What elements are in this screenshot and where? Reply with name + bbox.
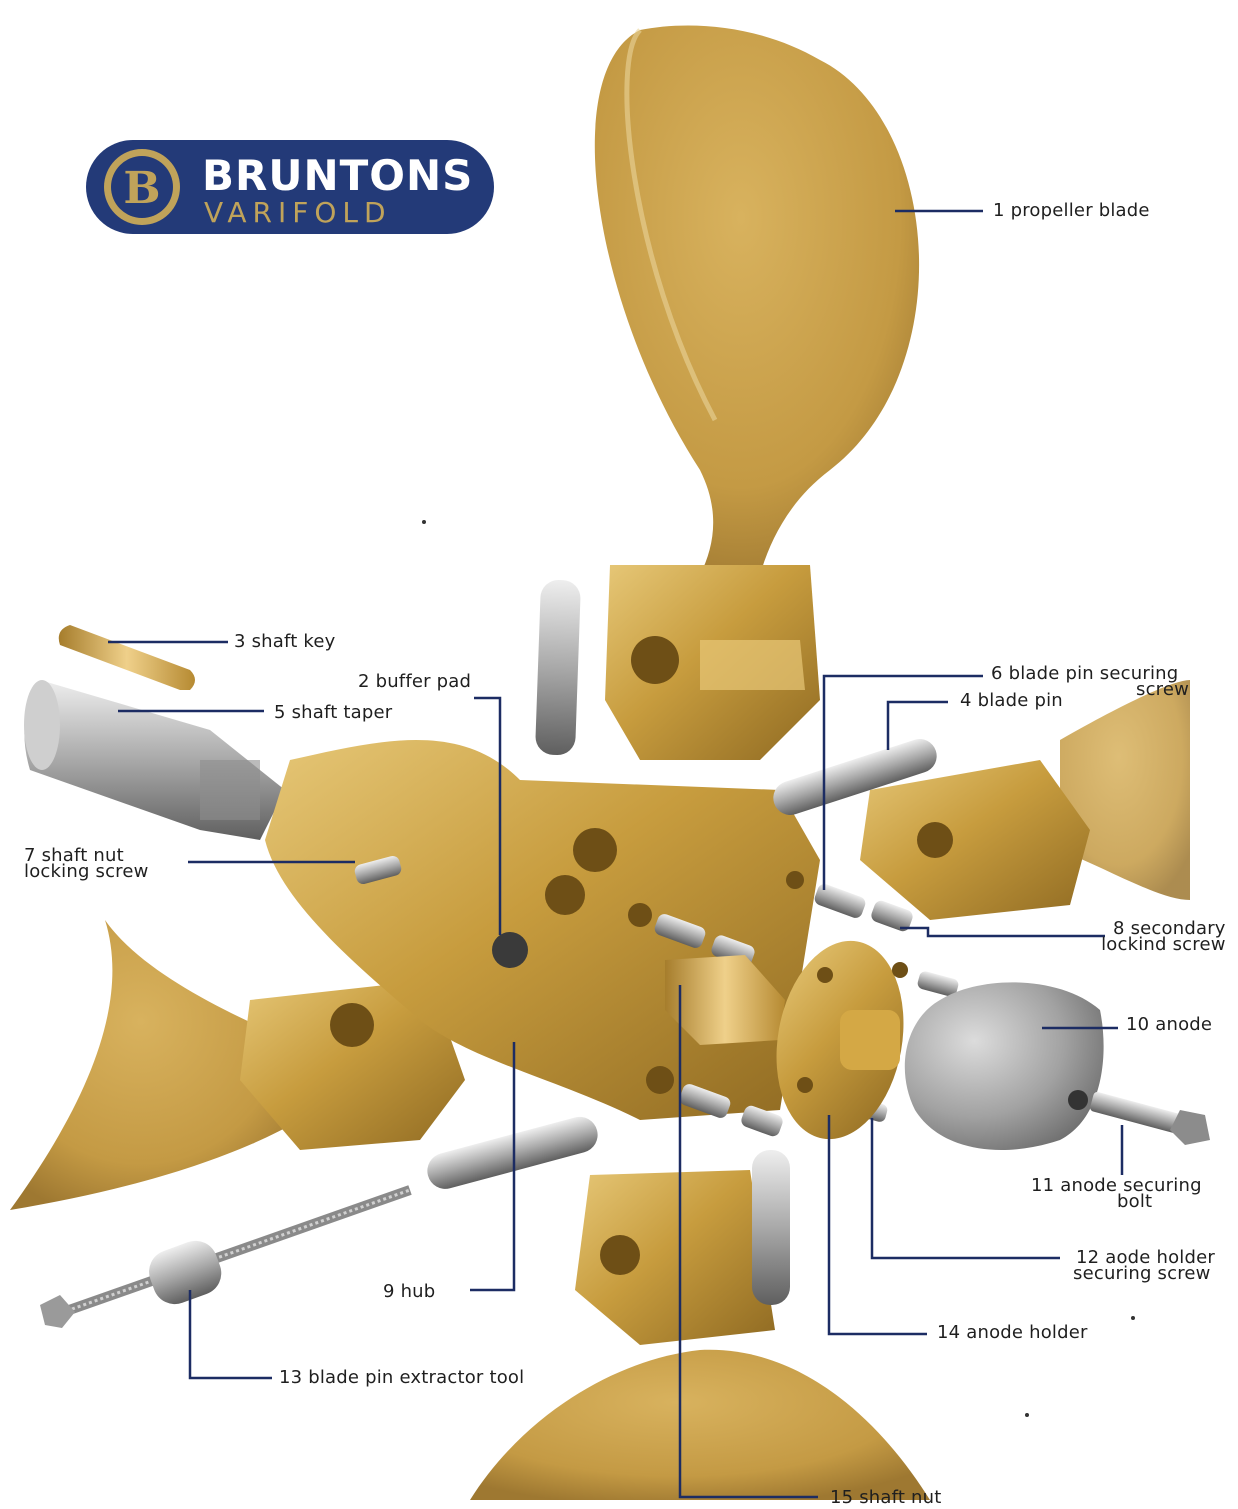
label-blade-pin: 4 blade pin	[960, 691, 1063, 710]
label-shaft-nut-locking-screw: 7 shaft nut locking screw	[24, 846, 149, 879]
label-buffer-pad: 2 buffer pad	[358, 672, 471, 691]
label-anode-holder-screw: 12 aode holder securing screw	[1073, 1248, 1215, 1281]
label-anode-holder: 14 anode holder	[937, 1323, 1088, 1342]
shaft-key-part	[59, 625, 195, 690]
anode-part	[905, 982, 1104, 1150]
shaft-taper-part	[24, 680, 285, 840]
label-shaft-key: 3 shaft key	[234, 632, 336, 651]
propeller-blade-top	[595, 25, 919, 760]
label-secondary-screw-line2: lockind screw	[1090, 938, 1226, 952]
propeller-blade-right	[860, 680, 1190, 920]
label-anode-securing-bolt-line2: bolt	[1031, 1195, 1202, 1209]
blade-pin-upper	[535, 579, 581, 755]
logo-subtitle: VARIFOLD	[204, 196, 392, 229]
label-hub: 9 hub	[383, 1282, 435, 1301]
extractor-tool-part	[40, 1190, 410, 1328]
label-shaft-nut: 15 shaft nut	[830, 1488, 942, 1507]
bruntons-logo: B BRUNTONS VARIFOLD	[86, 140, 494, 234]
label-anode-holder-screw-line2: securing screw	[1073, 1267, 1215, 1281]
label-anode-securing-bolt: 11 anode securing bolt	[1031, 1176, 1202, 1209]
label-extractor-tool: 13 blade pin extractor tool	[279, 1368, 524, 1387]
label-secondary-screw: 8 secondary lockind screw	[1090, 919, 1226, 952]
anode-bolt-part	[1089, 1091, 1210, 1145]
label-anode: 10 anode	[1126, 1015, 1212, 1034]
blade-pin-lower-left	[423, 1113, 601, 1193]
svg-text:B: B	[123, 163, 160, 214]
blade-pin-lower-right	[752, 1150, 790, 1305]
label-shaft-nut-locking-screw-line2: locking screw	[24, 865, 149, 879]
label-propeller-blade: 1 propeller blade	[993, 201, 1150, 220]
leader-extractor-tool	[190, 1290, 272, 1378]
label-shaft-taper: 5 shaft taper	[274, 703, 392, 722]
leader-secondary-screw	[900, 928, 1105, 936]
leader-anode-holder	[829, 1115, 927, 1334]
logo-name: BRUNTONS	[202, 151, 473, 200]
